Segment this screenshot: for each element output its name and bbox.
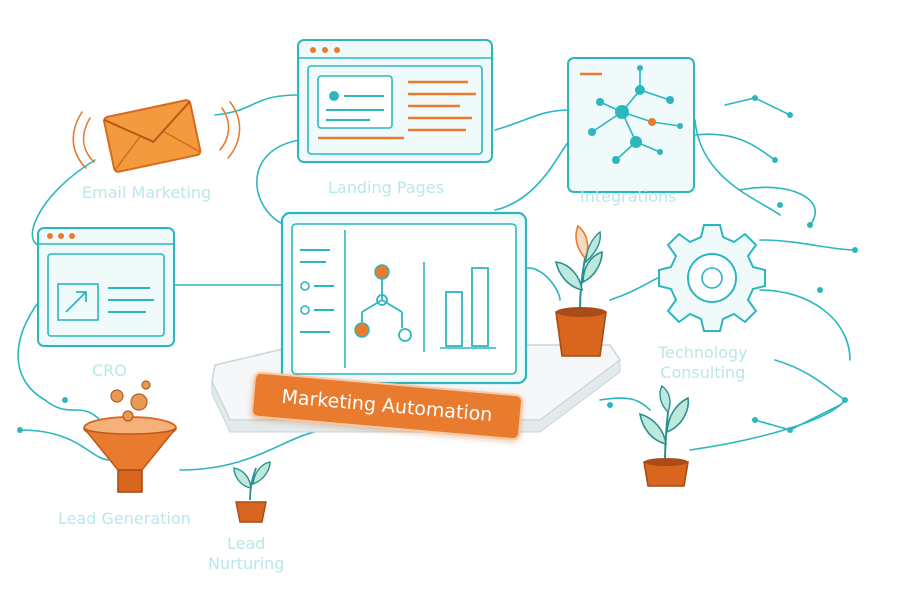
label-technology-consulting-line1: Technology xyxy=(658,343,748,362)
connector-line xyxy=(17,299,46,401)
connector-dot xyxy=(772,157,778,163)
label-integrations: Integrations xyxy=(580,187,677,206)
connector-line xyxy=(739,186,817,226)
connector-dot xyxy=(752,95,758,101)
connector-line xyxy=(754,404,841,431)
connector-dot xyxy=(62,397,68,403)
connector-dot xyxy=(787,112,793,118)
connector-dot xyxy=(817,287,823,293)
chart-window-icon xyxy=(37,227,175,347)
browser-window-icon xyxy=(297,39,493,163)
label-lead-nurturing-line1: Lead xyxy=(226,534,266,553)
connector-line xyxy=(214,94,301,116)
label-landing-pages: Landing Pages xyxy=(328,178,444,197)
connector-line xyxy=(494,109,571,131)
network-graph-icon xyxy=(567,57,695,193)
connector-line xyxy=(494,139,571,211)
marketing-automation-label: Marketing Automation xyxy=(280,385,494,427)
connector-dot xyxy=(777,202,783,208)
plant-pot-icon xyxy=(233,461,271,523)
connector-line xyxy=(774,359,846,401)
connector-dot xyxy=(752,417,758,423)
label-email-marketing: Email Marketing xyxy=(82,183,212,202)
label-lead-nurturing-line2: Nurturing xyxy=(208,554,285,573)
connector-line xyxy=(609,274,666,301)
label-technology-consulting: Technology Consulting xyxy=(658,343,748,383)
connector-dot xyxy=(852,247,858,253)
funnel-icon xyxy=(83,416,177,493)
connector-line xyxy=(694,133,776,161)
coin-icon xyxy=(110,380,151,422)
connector-line xyxy=(694,119,781,216)
connector-line xyxy=(724,97,791,116)
connector-line xyxy=(44,399,101,421)
connector-line xyxy=(759,239,856,251)
connector-dot xyxy=(807,222,813,228)
connector-dot xyxy=(842,397,848,403)
label-technology-consulting-line2: Consulting xyxy=(660,363,746,382)
dashboard-monitor-icon xyxy=(280,211,528,385)
plant-pot-icon xyxy=(639,384,690,487)
label-lead-nurturing: Lead Nurturing xyxy=(208,534,284,574)
connector-line xyxy=(759,289,851,361)
connector-line xyxy=(689,399,846,451)
envelope-icon xyxy=(103,99,202,173)
connector-line xyxy=(599,397,651,411)
connector-dot xyxy=(787,427,793,433)
plant-pot-icon xyxy=(554,224,607,357)
connector-dot xyxy=(607,402,613,408)
connector-line xyxy=(256,139,301,226)
gear-icon xyxy=(658,224,766,332)
signal-waves-icon xyxy=(72,101,241,169)
connector-line xyxy=(19,429,111,461)
label-cro: CRO xyxy=(92,361,127,380)
connector-line xyxy=(179,429,331,471)
label-lead-generation: Lead Generation xyxy=(58,509,191,528)
connector-dot xyxy=(17,427,23,433)
